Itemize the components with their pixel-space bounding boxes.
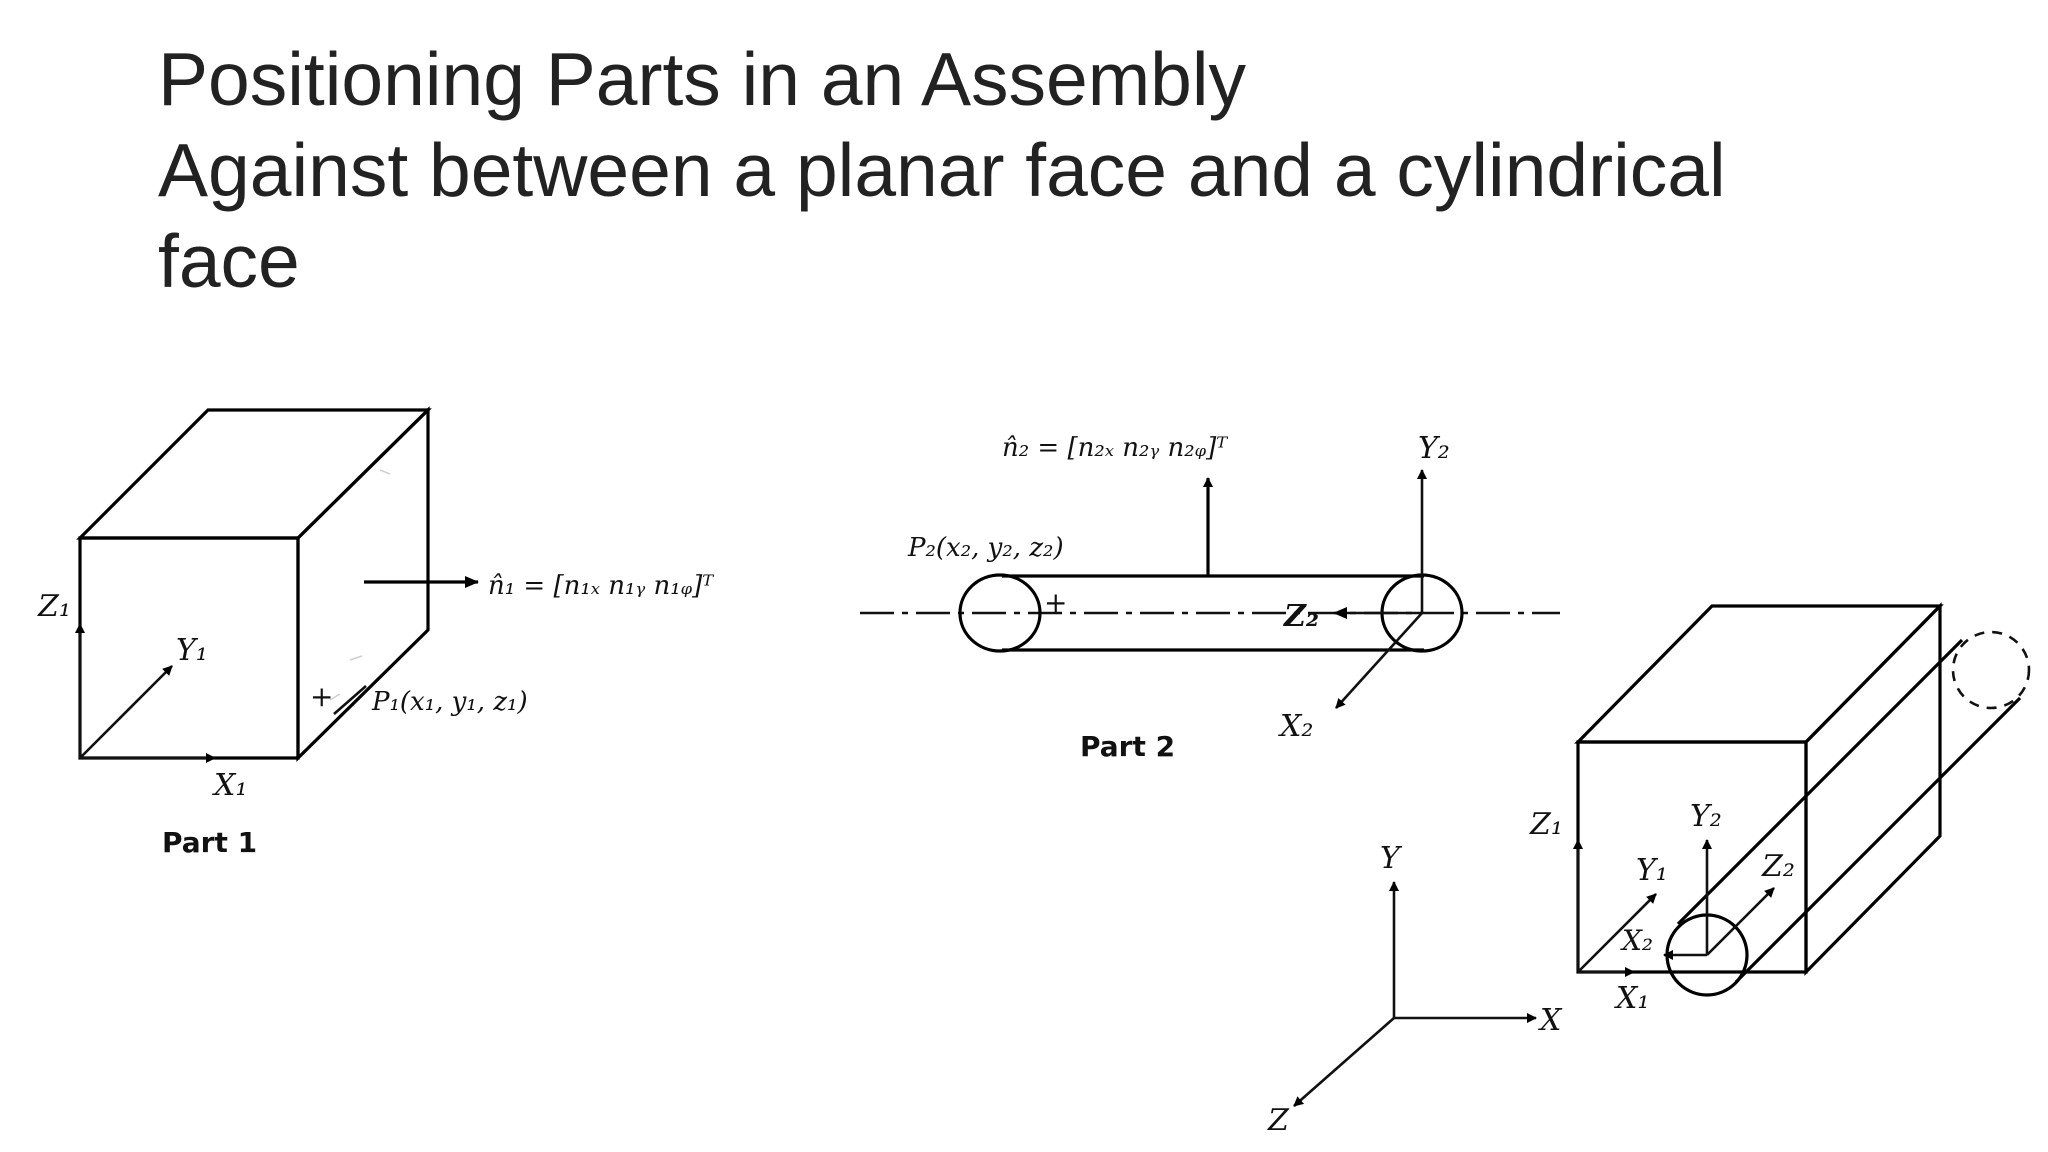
part1-right-face (296, 406, 430, 762)
part2-point-label: P₂(x₂, y₂, z₂) (907, 533, 1064, 563)
assembly-z2-label: Z₂ (1761, 849, 1795, 884)
slide-title: Positioning Parts in an Assembly Against… (158, 34, 1938, 307)
part2-normal-equation: n̂₂ = [n₂ₓ n₂ᵧ n₂ᵩ]ᵀ (1002, 433, 1228, 463)
part1-x-label: X₁ (212, 768, 247, 803)
assembly-x1-label: X₁ (1614, 981, 1649, 1016)
part2-caption: Part 2 (1080, 730, 1175, 763)
assembly-y1-axis (1577, 893, 1657, 973)
part1-point-label: P₁(x₁, y₁, z₁) (371, 687, 528, 717)
part2-z-label: Z₂ (1283, 599, 1319, 634)
part2-x-label: X₂ (1278, 709, 1313, 744)
part1-z-label: Z₁ (37, 589, 71, 624)
global-x-label: X (1538, 1003, 1563, 1038)
assembly-y2-label: Y₂ (1690, 799, 1722, 834)
part1-top-face (76, 408, 432, 540)
part1-normal-equation: n̂₁ = [n₁ₓ n₁ᵧ n₁ᵩ]ᵀ (488, 571, 714, 601)
global-z-axis (1293, 1017, 1395, 1107)
assembly-cyl-back-end (1951, 630, 2031, 710)
assembly-box-top (1574, 604, 1944, 744)
part2-y-label: Y₂ (1418, 431, 1450, 466)
title-line-2: Against between a planar face and a cyli… (158, 128, 1726, 212)
assembly-y1-label: Y₁ (1636, 853, 1668, 888)
assembly-z2-axis (1706, 887, 1775, 956)
part1-caption: Part 1 (162, 826, 257, 859)
global-y-label: Y (1380, 841, 1403, 876)
part1-point-marker: + (310, 680, 333, 713)
part2-cylinder (860, 573, 1560, 653)
assembly-z1-label: Z₁ (1529, 807, 1563, 842)
assembly-cyl-top-edge (1676, 638, 1964, 926)
part1-y-axis (79, 665, 173, 759)
title-line-1: Positioning Parts in an Assembly (158, 37, 1247, 121)
assembly-cyl-bottom-edge (1734, 696, 2022, 984)
part1-point-leader (333, 685, 367, 715)
title-line-3: face (158, 219, 300, 303)
part2-left-end (958, 573, 1042, 653)
global-z-label: Z (1267, 1103, 1290, 1138)
assembly-box-right (1804, 602, 1942, 976)
global-axes: Y X Z (1267, 841, 1563, 1138)
part2-x-axis (1335, 612, 1423, 709)
part1-y-label: Y₁ (176, 633, 208, 668)
part2-point-marker: + (1044, 586, 1067, 619)
assembly-drawing (1573, 602, 2031, 997)
assembly-x2-label: X₂ (1620, 924, 1653, 957)
